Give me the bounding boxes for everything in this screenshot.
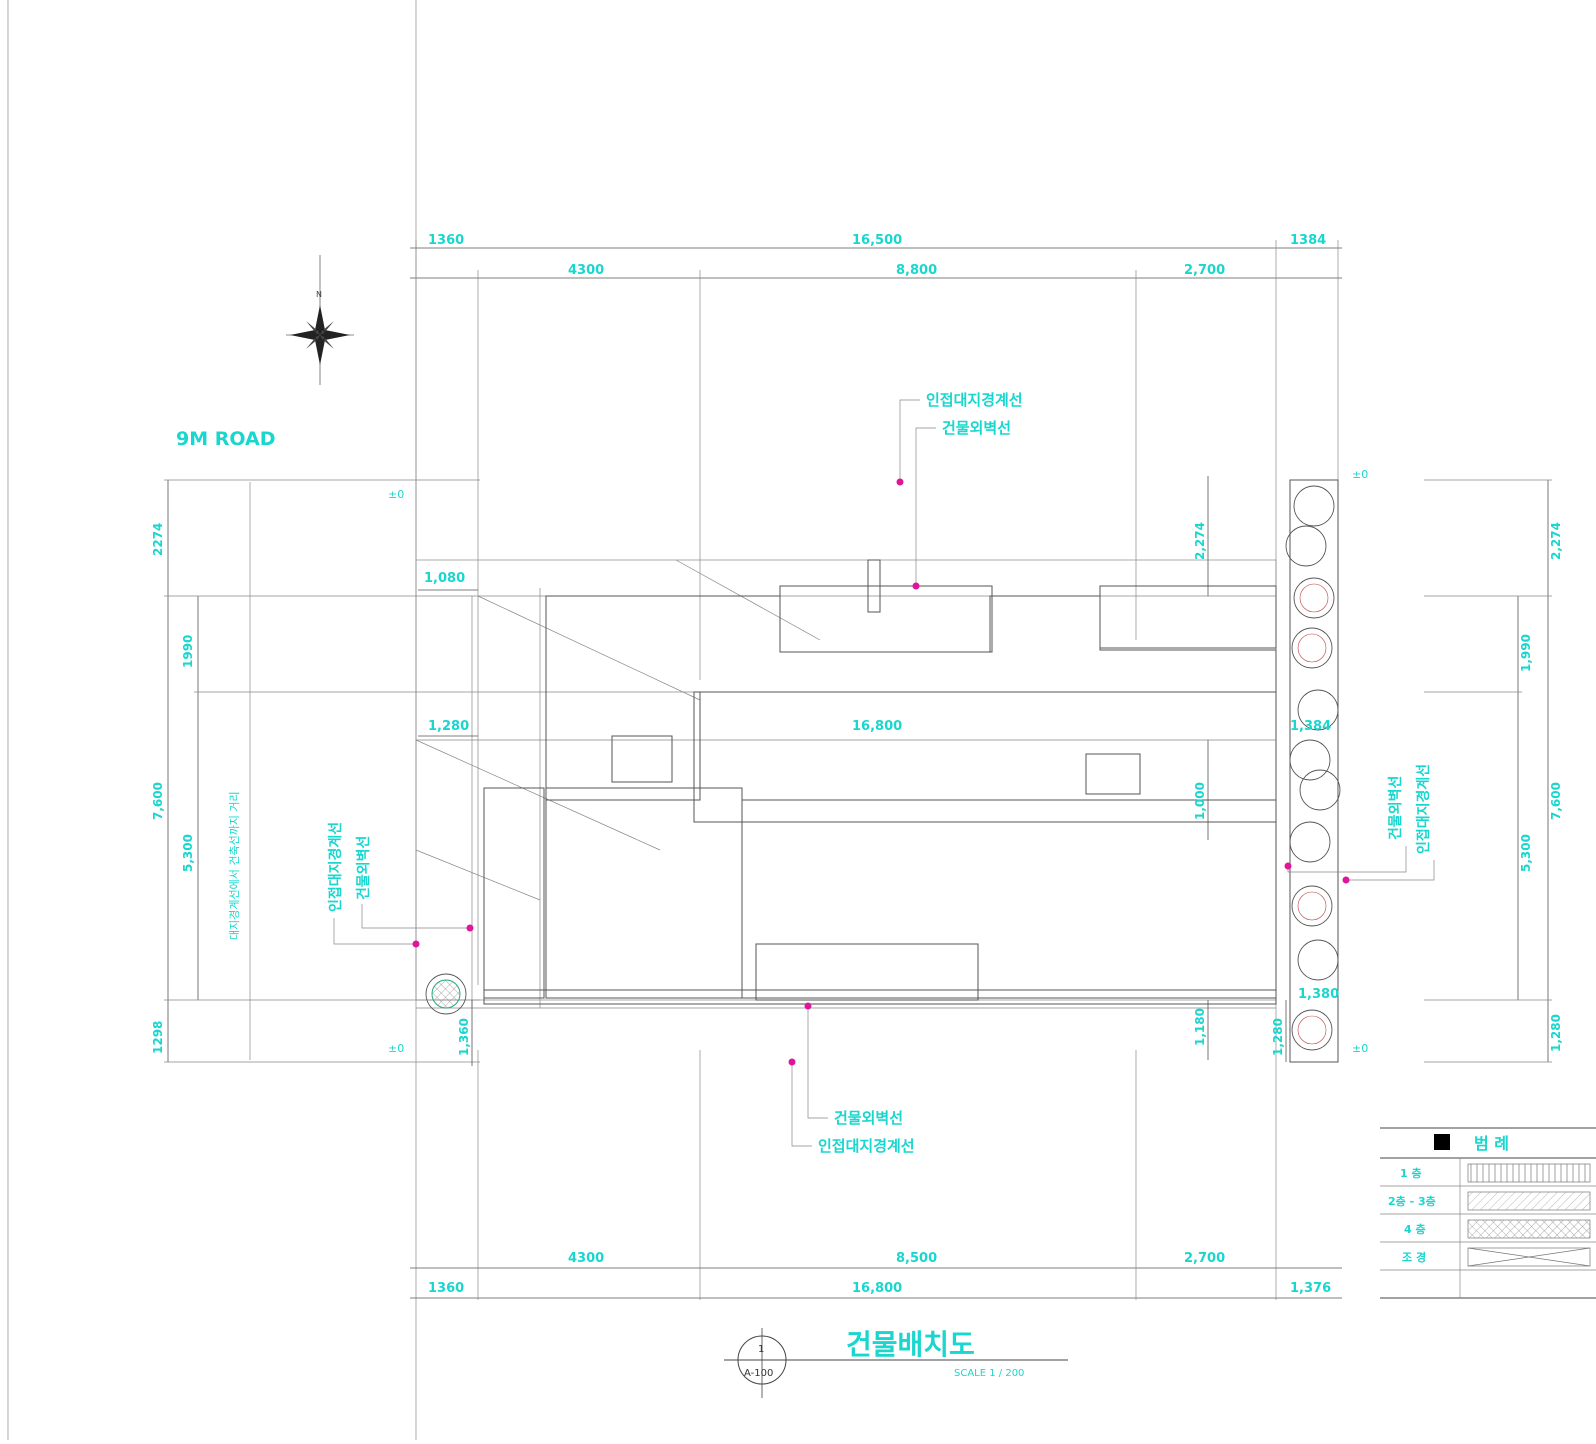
level-mark: ±0 <box>1352 468 1368 481</box>
level-mark: ±0 <box>388 1042 404 1055</box>
legend-label-4: 조 경 <box>1402 1250 1426 1264</box>
dim-bottom-inner-3: 2,700 <box>1184 1251 1225 1266</box>
dim-internal-2: 1,280 <box>428 719 469 734</box>
dim-internal-6: 1,000 <box>1193 782 1207 820</box>
north-label: N <box>316 290 322 299</box>
legend-label-1: 1 층 <box>1400 1166 1422 1180</box>
corner-tree-icon <box>425 973 467 1015</box>
dim-top-1: 1360 <box>428 233 464 248</box>
internal-dimensions: 1,080 1,280 16,800 1,384 2,274 1,000 1,1… <box>418 476 1339 1066</box>
legend-label-2: 2층 - 3층 <box>1388 1194 1436 1208</box>
note-bottom: 건물외벽선 인접대지경계선 <box>788 1002 915 1155</box>
level-mark: ±0 <box>388 488 404 501</box>
note-top: 인접대지경계선 건물외벽선 <box>896 391 1023 590</box>
tree-icon <box>1293 485 1335 527</box>
north-arrow-icon: N <box>286 255 354 385</box>
dim-right-inner-1: 1,990 <box>1519 634 1533 672</box>
tree-icon <box>1291 885 1333 927</box>
title-bubble-bottom: A-100 <box>744 1368 773 1379</box>
legend-title: 범 례 <box>1474 1134 1509 1153</box>
dim-bottom-3: 1,376 <box>1290 1281 1331 1296</box>
dim-internal-8: 1,280 <box>1271 1018 1285 1056</box>
top-dimensions: 1360 16,500 1384 4300 8,800 2,700 <box>410 233 1342 1050</box>
tree-icon <box>1297 689 1339 731</box>
legend-swatch-xbox <box>1467 1247 1591 1267</box>
dim-left-inner-1: 1990 <box>181 635 195 668</box>
tree-icon <box>1291 1009 1333 1051</box>
dim-bottom-1: 1360 <box>428 1281 464 1296</box>
note-right-1: 인접대지경계선 <box>1415 764 1432 854</box>
note-left-1: 인접대지경계선 <box>327 822 344 912</box>
legend-marker-icon <box>1434 1134 1450 1150</box>
dim-top-2: 16,500 <box>852 233 902 248</box>
dim-internal-1: 1,080 <box>424 571 465 586</box>
note-left: 인접대지경계선 건물외벽선 <box>327 822 474 948</box>
dim-internal-10: 1,360 <box>457 1018 471 1056</box>
dim-left-inner-2: 5,300 <box>181 834 195 872</box>
drawing-title: 건물배치도 <box>846 1328 975 1361</box>
dim-internal-9: 1,380 <box>1298 987 1339 1002</box>
legend-table: 범 례 1 층 2층 - 3층 4 층 조 경 <box>1380 1127 1596 1299</box>
dim-top-inner-1: 4300 <box>568 263 604 278</box>
note-top-1: 인접대지경계선 <box>926 391 1023 409</box>
dim-right-2: 7,600 <box>1549 782 1563 820</box>
tree-icon <box>1297 939 1339 981</box>
dim-right-inner-2: 5,300 <box>1519 834 1533 872</box>
landscape-strip <box>1285 479 1341 1063</box>
dim-left-3: 1298 <box>151 1021 165 1054</box>
legend-swatch-diagonal <box>1467 1191 1591 1211</box>
note-bottom-1: 건물외벽선 <box>834 1109 903 1127</box>
drawing-scale: SCALE 1 / 200 <box>954 1368 1024 1379</box>
tree-icon <box>1289 739 1331 781</box>
dim-internal-5: 2,274 <box>1193 522 1207 560</box>
dim-bottom-inner-1: 4300 <box>568 1251 604 1266</box>
legend-swatch-vertical <box>1467 1163 1591 1183</box>
bottom-dimensions: 4300 8,500 2,700 1360 16,800 1,376 <box>410 1050 1342 1300</box>
dim-bottom-2: 16,800 <box>852 1281 902 1296</box>
left-dimensions: 2274 7,600 1298 1990 5,300 대지경계선에서 건축선까지… <box>151 479 1276 1063</box>
road-label: 9M ROAD <box>176 428 276 450</box>
dim-bottom-inner-2: 8,500 <box>896 1251 937 1266</box>
dim-internal-3: 16,800 <box>852 719 902 734</box>
tree-icon <box>1285 525 1327 567</box>
note-top-2: 건물외벽선 <box>942 419 1011 437</box>
dim-rotated-note: 대지경계선에서 건축선까지 거리 <box>228 791 241 940</box>
dim-left-2: 7,600 <box>151 782 165 820</box>
legend-swatch-crosshatch <box>1467 1219 1591 1239</box>
right-dimensions: 2,274 7,600 1,280 1,990 5,300 <box>1424 479 1563 1063</box>
dim-left-1: 2274 <box>151 523 165 556</box>
dim-top-3: 1384 <box>1290 233 1326 248</box>
level-mark: ±0 <box>1352 1042 1368 1055</box>
dim-top-inner-2: 8,800 <box>896 263 937 278</box>
legend-label-3: 4 층 <box>1404 1222 1426 1236</box>
dim-internal-4: 1,384 <box>1290 719 1331 734</box>
note-right-2: 건물외벽선 <box>1387 776 1404 840</box>
title-block: 1 A-100 건물배치도 SCALE 1 / 200 <box>724 1328 1068 1398</box>
tree-icon <box>1289 821 1331 863</box>
tree-icon <box>1293 577 1335 619</box>
dim-internal-7: 1,180 <box>1193 1008 1207 1046</box>
tree-icon <box>1299 769 1341 811</box>
dim-top-inner-3: 2,700 <box>1184 263 1225 278</box>
tree-icon <box>1291 627 1333 669</box>
note-right: 인접대지경계선 건물외벽선 <box>1284 764 1435 884</box>
dim-right-1: 2,274 <box>1549 522 1563 560</box>
dim-right-3: 1,280 <box>1549 1014 1563 1052</box>
building-footprint <box>415 559 1277 1009</box>
title-bubble-top: 1 <box>758 1344 764 1355</box>
note-bottom-2: 인접대지경계선 <box>818 1137 915 1155</box>
note-left-2: 건물외벽선 <box>355 836 372 900</box>
